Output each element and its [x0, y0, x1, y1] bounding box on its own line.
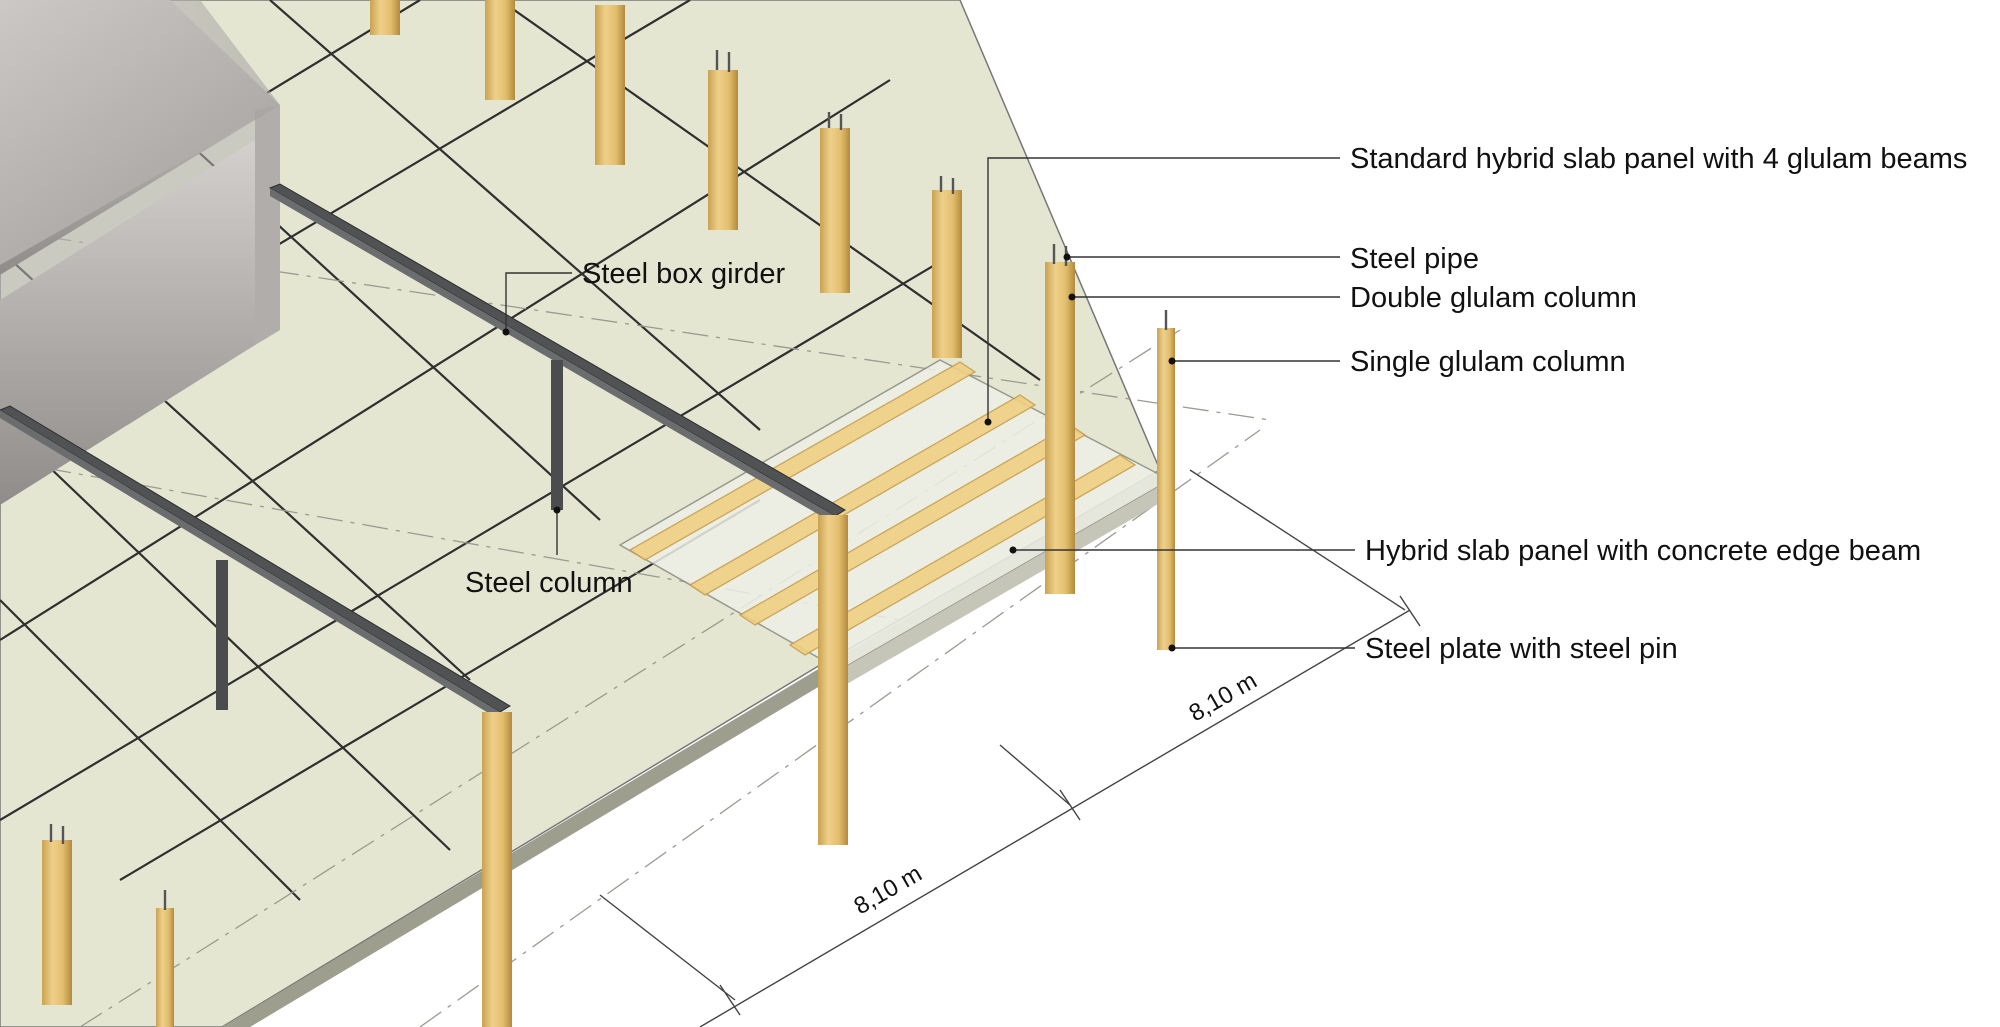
leader-lines: [502, 157, 1355, 652]
label-box-girder: Steel box girder: [582, 258, 785, 290]
annotation-labels: Standard hybrid slab panel with 4 glulam…: [465, 143, 1967, 665]
glulam-columns: [42, 0, 1175, 1027]
double-glulam-column: [42, 0, 1075, 1027]
dimension-label-bay-b: 8,10 m: [1185, 667, 1262, 727]
label-double-column: Double glulam column: [1350, 282, 1637, 314]
label-steel-column: Steel column: [465, 567, 633, 599]
label-edge-panel: Hybrid slab panel with concrete edge bea…: [1365, 535, 1921, 567]
concrete-core: [0, 0, 280, 505]
label-steel-pipe: Steel pipe: [1350, 243, 1479, 275]
single-glulam-column: [156, 328, 1175, 1027]
steel-frame: [0, 183, 846, 720]
label-steel-plate: Steel plate with steel pin: [1365, 633, 1678, 665]
steel-column-shape: [551, 360, 563, 510]
dimension-label-bay-a: 8,10 m: [850, 860, 927, 920]
label-single-column: Single glulam column: [1350, 346, 1626, 378]
dimension-lines: [599, 469, 1421, 1027]
label-standard-panel: Standard hybrid slab panel with 4 glulam…: [1350, 143, 1967, 175]
